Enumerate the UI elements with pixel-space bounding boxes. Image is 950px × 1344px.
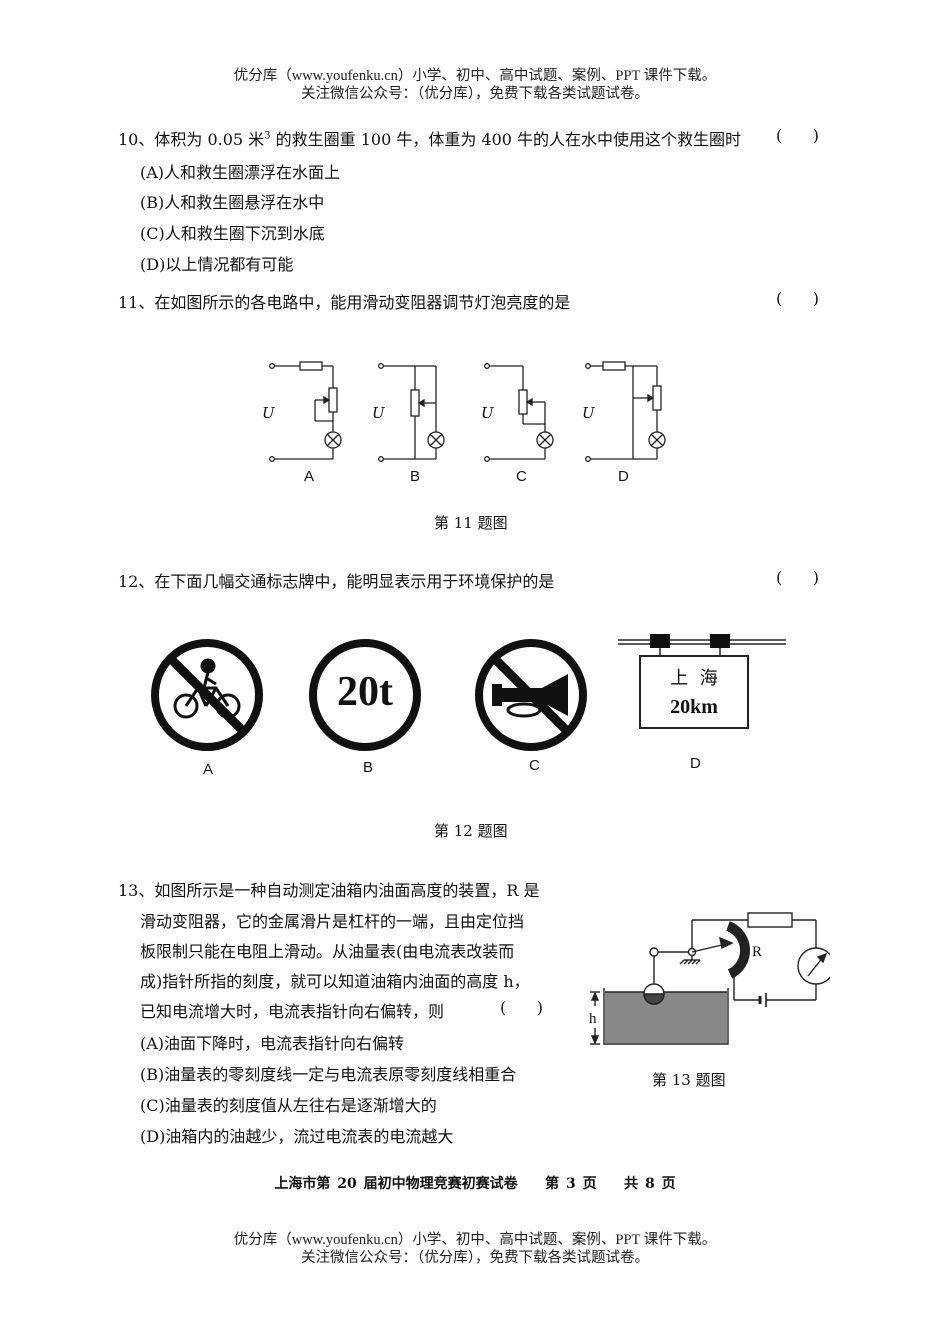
q12-sign-label-a: A [203,761,214,778]
q13-option-b: (B)油量表的零刻度线一定与电流表原零刻度线相重合 [140,1065,517,1084]
q10-option-a: (A)人和救生圈漂浮在水面上 [140,163,341,182]
q13-option-a: (A)油面下降时，电流表指针向右偏转 [140,1034,405,1053]
q13-stem-line-5: 已知电流增大时，电流表指针向右偏转，则 [140,1002,445,1021]
q10-option-b: (B)人和救生圈悬浮在水中 [140,193,325,212]
sign-b-weight-limit [309,639,421,751]
q12-caption: 第 12 题图 [434,822,508,840]
circuit-b [378,363,445,462]
q13-stem-line-1: 13、如图所示是一种自动测定油箱内油面高度的装置，R 是 [118,881,540,900]
q11-voltage-label-b: U [372,404,385,422]
q12-sign-label-d: D [690,755,701,772]
sign-d-line-2: 20km [670,696,718,718]
sign-a-no-bicycle [151,639,263,751]
q13-caption: 第 13 题图 [652,1071,726,1089]
sign-d-direction [618,634,786,729]
q13-label-r: R [752,944,763,960]
circuit-a [269,361,342,462]
q11-circuit-label-d: D [618,468,629,485]
q11-answer-paren: ( ) [776,289,819,308]
q10-option-c: (C)人和救生圈下沉到水底 [140,224,325,243]
q12-sign-label-b: B [363,759,374,776]
circuit-c [484,363,554,462]
page-footer: 上海市第 20 届初中物理竞赛初赛试卷 第 3 页 共 8 页 [274,1176,676,1192]
sign-d-line-1: 上 海 [670,668,718,689]
q11-circuit-label-c: C [516,468,527,485]
q13-option-c: (C)油量表的刻度值从左往右是逐渐增大的 [140,1096,437,1115]
q13-label-h: h [589,1011,597,1027]
watermark-line-2: 关注微信公众号：（优分库），免费下载各类试题试卷。 [301,86,649,102]
q12-stem: 12、在下面几幅交通标志牌中，能明显表示用于环境保护的是 [118,572,555,591]
sign-b-text: 20t [337,669,393,715]
q10-answer-paren: ( ) [776,126,819,145]
q12-answer-paren: ( ) [776,568,819,587]
watermark-bottom-line-2: 关注微信公众号：（优分库），免费下载各类试题试卷。 [301,1250,649,1266]
q11-caption: 第 11 题图 [434,514,508,532]
sign-c-no-horn [475,639,587,751]
q13-stem-line-2: 滑动变阻器，它的金属滑片是杠杆的一端，且由定位挡 [140,912,525,931]
watermark-line-1: 优分库（www.youfenku.cn）小学、初中、高中试题、案例、PPT 课件… [233,68,717,84]
watermark-bottom-line-1: 优分库（www.youfenku.cn）小学、初中、高中试题、案例、PPT 课件… [233,1232,717,1248]
q13-option-d: (D)油箱内的油越少，流过电流表的电流越大 [140,1127,454,1146]
q13-answer-paren: ( ) [500,998,543,1017]
q13-oil-gauge-figure [590,912,830,1045]
q11-stem: 11、在如图所示的各电路中，能用滑动变阻器调节灯泡亮度的是 [118,293,571,312]
q11-circuit-label-b: B [410,468,421,485]
q11-voltage-label-a: U [262,404,275,422]
q13-stem-line-4: 成)指针所指的刻度，就可以知道油箱内油面的高度 h， [140,972,530,991]
q11-circuit-label-a: A [304,468,315,485]
circuit-d [585,361,666,462]
q12-sign-label-c: C [529,757,540,774]
q13-stem-line-3: 板限制只能在电阻上滑动。从油量表(由电流表改装而 [140,942,515,961]
q11-circuits-figure [269,361,666,462]
q10-option-d: (D)以上情况都有可能 [140,255,294,274]
q11-voltage-label-d: U [582,404,595,422]
q10-stem: 10、体积为 0.05 米3 的救生圈重 100 牛，体重为 400 牛的人在水… [118,130,742,149]
q11-voltage-label-c: U [481,404,494,422]
